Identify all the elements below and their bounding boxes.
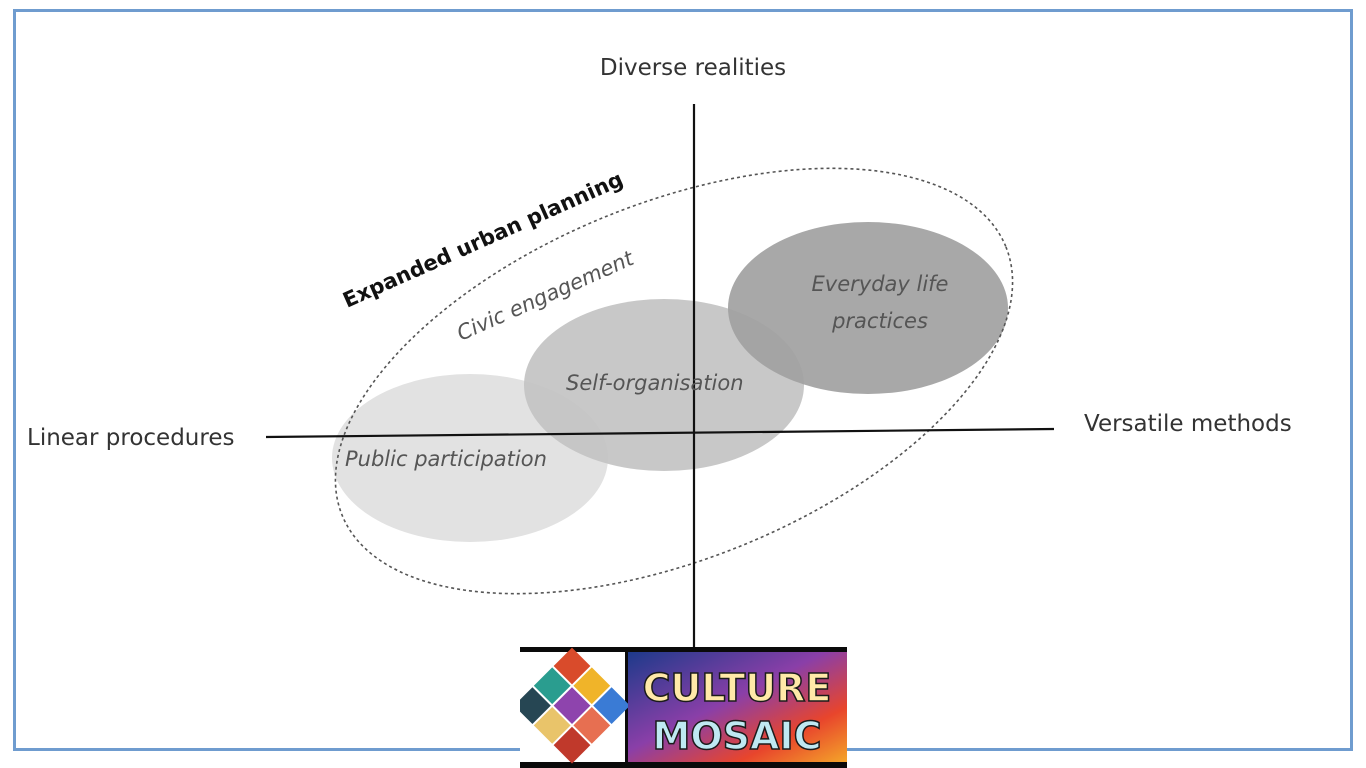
self-organisation-label: Self-organisation bbox=[566, 371, 744, 395]
self-organisation-ellipse bbox=[524, 299, 804, 471]
culture-mosaic-logo: CULTURE MOSAIC bbox=[520, 647, 847, 768]
everyday-life-label: Everyday life bbox=[812, 272, 949, 296]
axis-top-label: Diverse realities bbox=[600, 55, 786, 81]
svg-text:CULTURE: CULTURE bbox=[643, 666, 832, 710]
public-participation-label: Public participation bbox=[345, 447, 547, 471]
axis-left-label: Linear procedures bbox=[27, 425, 234, 451]
svg-text:MOSAIC: MOSAIC bbox=[653, 714, 822, 758]
axis-right-label: Versatile methods bbox=[1084, 411, 1292, 437]
everyday-life-ellipse bbox=[728, 222, 1008, 394]
practices-label: practices bbox=[831, 309, 928, 333]
horizontal-axis bbox=[265, 427, 1055, 439]
expanded-planning-outer-ellipse bbox=[334, 167, 1014, 595]
